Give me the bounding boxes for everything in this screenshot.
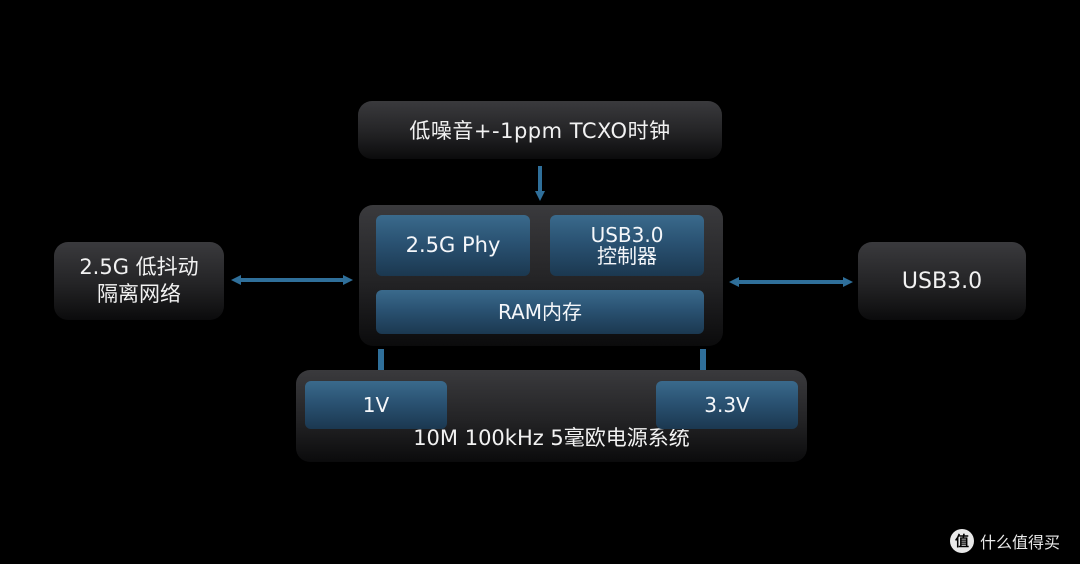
usb-port-label: USB3.0 bbox=[901, 268, 983, 294]
rail-1v-chip: 1V bbox=[305, 381, 447, 429]
watermark-logo-icon: 值 bbox=[950, 529, 974, 553]
tcxo-clock-label: 低噪音+-1ppm TCXO时钟 bbox=[409, 119, 671, 143]
network-label-line2: 隔离网络 bbox=[96, 282, 181, 306]
usb-controller-label-line1: USB3.0 bbox=[590, 222, 664, 247]
tcxo-clock-node: 低噪音+-1ppm TCXO时钟 bbox=[358, 101, 722, 159]
rail-3v3-label: 3.3V bbox=[704, 392, 750, 417]
rail-1v-label: 1V bbox=[362, 392, 390, 417]
power-system-label: 10M 100kHz 5毫欧电源系统 bbox=[413, 426, 690, 450]
phy-label: 2.5G Phy bbox=[405, 233, 501, 258]
rail-3v3-chip: 3.3V bbox=[656, 381, 798, 429]
usb-port-node: USB3.0 bbox=[858, 242, 1026, 320]
watermark: 值 什么值得买 bbox=[950, 528, 1060, 554]
network-label-line1: 2.5G 低抖动 bbox=[79, 254, 199, 279]
usb-controller-chip: USB3.0 控制器 bbox=[550, 215, 704, 276]
phy-chip: 2.5G Phy bbox=[376, 215, 530, 276]
ram-label: RAM内存 bbox=[497, 299, 583, 324]
usb-controller-label-line2: 控制器 bbox=[597, 243, 657, 268]
ram-chip: RAM内存 bbox=[376, 290, 704, 334]
watermark-text: 什么值得买 bbox=[980, 533, 1061, 552]
network-node: 2.5G 低抖动 隔离网络 bbox=[54, 242, 224, 320]
